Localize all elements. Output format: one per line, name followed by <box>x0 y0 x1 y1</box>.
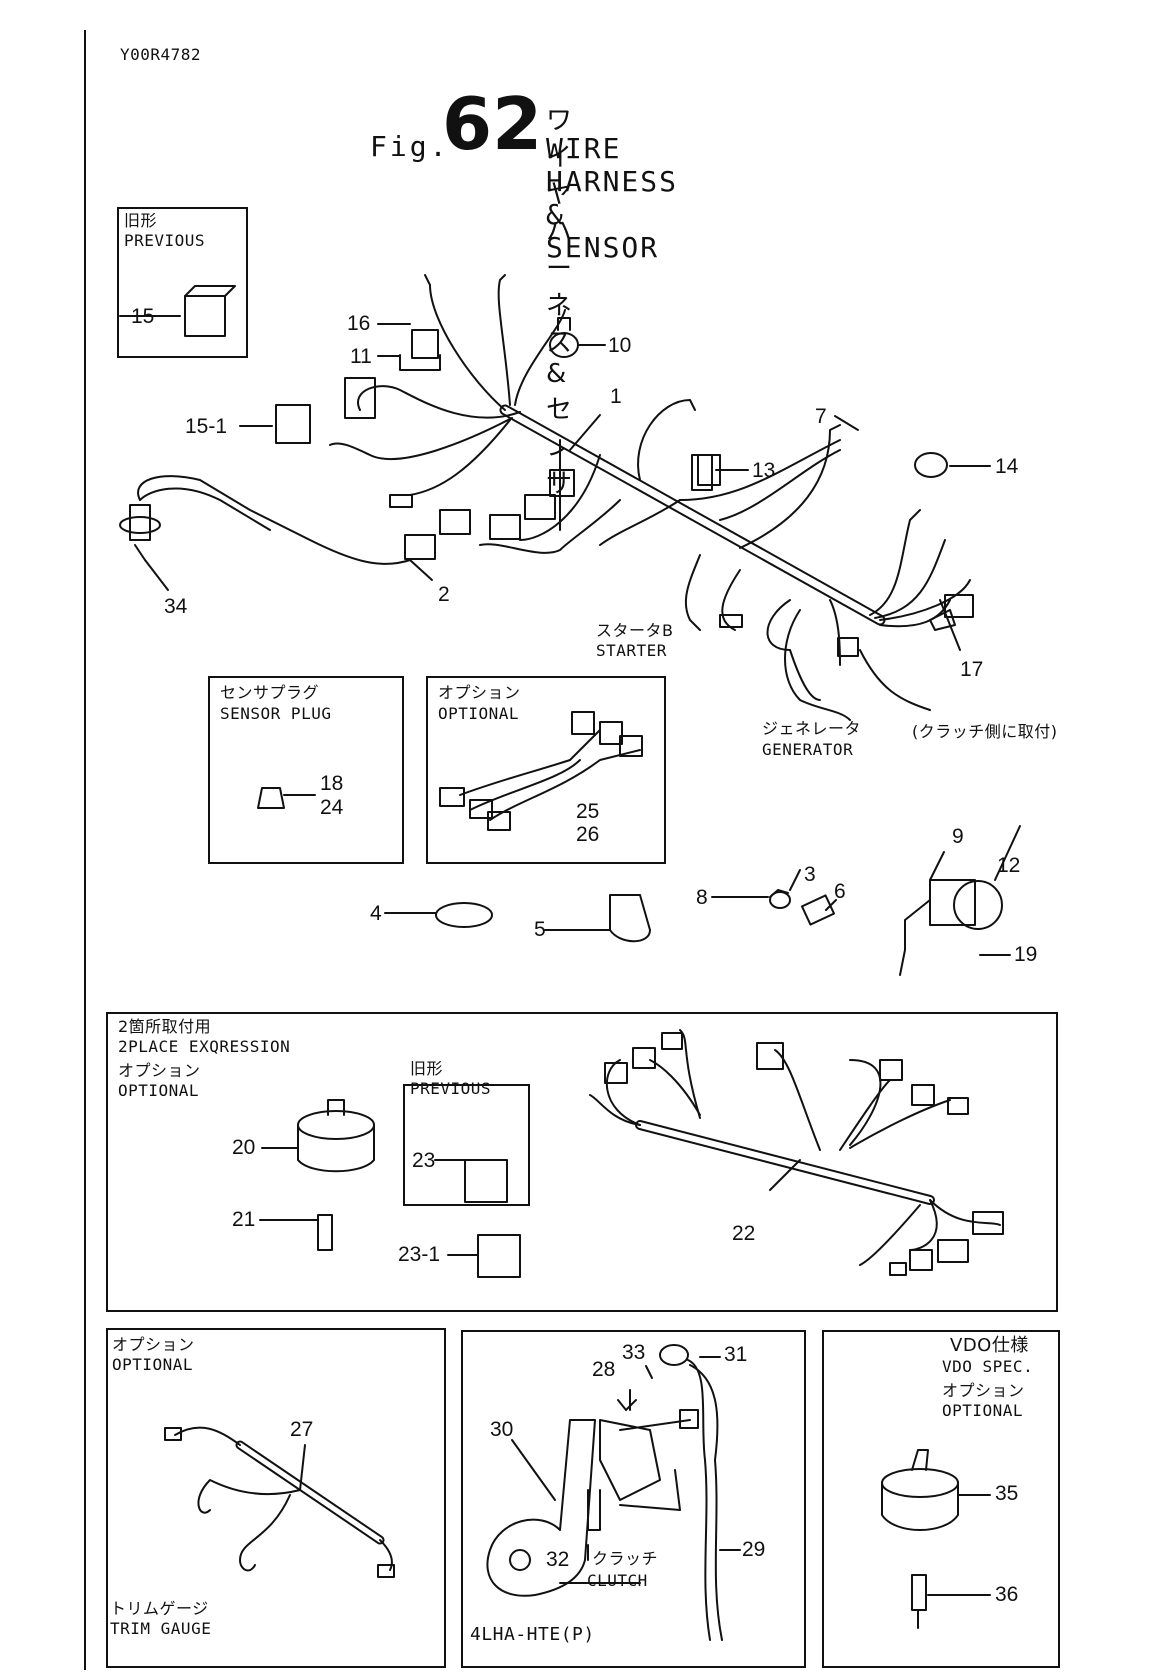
callout-14: 14 <box>995 455 1019 478</box>
trim-gauge-label-en: TRIM GAUGE <box>110 1619 212 1638</box>
callout-3: 3 <box>804 863 816 886</box>
optional-label-en: OPTIONAL <box>438 704 520 723</box>
vdo-label-jp: VDO仕様 <box>950 1335 1029 1356</box>
figure-prefix: Fig. <box>370 130 450 163</box>
callout-4: 4 <box>370 902 382 925</box>
callout-6: 6 <box>834 880 846 903</box>
callout-26: 26 <box>576 823 600 846</box>
previous-label-en: PREVIOUS <box>124 231 206 250</box>
callout-23-1: 23-1 <box>398 1243 441 1266</box>
two-place-optional-jp: オプション <box>118 1061 201 1080</box>
engine-model-label: 4LHA-HTE(P) <box>470 1624 595 1645</box>
callout-7: 7 <box>815 405 827 428</box>
vdo-label-en: VDO SPEC. <box>942 1357 1034 1376</box>
optional-label-jp: オプション <box>438 683 521 702</box>
document-code: Y00R4782 <box>120 45 202 64</box>
figure-number: 62 <box>442 82 543 166</box>
callout-28: 28 <box>592 1358 616 1381</box>
two-place-panel <box>106 1012 1058 1312</box>
callout-15: 15 <box>131 305 155 328</box>
optional-harness-panel <box>426 676 666 864</box>
trim-optional-label-en: OPTIONAL <box>112 1355 194 1374</box>
callout-19: 19 <box>1014 943 1038 966</box>
vdo-optional-jp: オプション <box>942 1381 1025 1400</box>
previous-label-jp: 旧形 <box>124 211 158 230</box>
callout-29: 29 <box>742 1538 766 1561</box>
figure-title-en: WIRE HARNESS & SENSOR <box>546 132 679 264</box>
callout-35: 35 <box>995 1482 1019 1505</box>
callout-27: 27 <box>290 1418 314 1441</box>
callout-34: 34 <box>164 595 188 618</box>
two-place-label-jp: 2箇所取付用 <box>118 1017 212 1036</box>
callout-20: 20 <box>232 1136 256 1159</box>
trim-gauge-panel <box>106 1328 446 1668</box>
callout-16: 16 <box>347 312 371 335</box>
trim-gauge-label-jp: トリムゲージ <box>110 1599 209 1618</box>
previous-relay-panel <box>117 207 248 358</box>
vdo-optional-en: OPTIONAL <box>942 1401 1024 1420</box>
callout-22: 22 <box>732 1222 756 1245</box>
previous-relay-panel-2 <box>403 1084 530 1206</box>
clutch-side-note: (クラッチ側に取付) <box>912 722 1058 741</box>
callout-33: 33 <box>622 1341 646 1364</box>
callout-1: 1 <box>610 385 622 408</box>
callout-9: 9 <box>952 825 964 848</box>
vdo-panel <box>822 1330 1060 1668</box>
clutch-label-jp: クラッチ <box>592 1549 659 1568</box>
callout-13: 13 <box>752 459 776 482</box>
callout-24: 24 <box>320 796 344 819</box>
generator-note-jp: ジェネレータ <box>762 719 862 738</box>
sensor-plug-label-jp: センサプラグ <box>220 683 320 702</box>
callout-8: 8 <box>696 886 708 909</box>
callout-30: 30 <box>490 1418 514 1441</box>
callout-5: 5 <box>534 918 546 941</box>
sensor-plug-panel <box>208 676 404 864</box>
clutch-panel <box>461 1330 806 1668</box>
callout-23: 23 <box>412 1149 436 1172</box>
margin-rule <box>84 30 86 1670</box>
previous-mid-label-en: PREVIOUS <box>410 1079 492 1098</box>
callout-17: 17 <box>960 658 984 681</box>
callout-11: 11 <box>350 345 372 368</box>
generator-note-en: GENERATOR <box>762 740 854 759</box>
trim-optional-label-jp: オプション <box>112 1335 195 1354</box>
callout-21: 21 <box>232 1208 256 1231</box>
two-place-optional-en: OPTIONAL <box>118 1081 200 1100</box>
callout-15-1: 15-1 <box>185 415 228 438</box>
sensor-plug-label-en: SENSOR PLUG <box>220 704 332 723</box>
starter-note-jp: スタータB <box>596 621 674 640</box>
callout-10: 10 <box>608 334 632 357</box>
callout-31: 31 <box>724 1343 748 1366</box>
harness-branch <box>424 274 506 411</box>
callout-36: 36 <box>995 1583 1019 1606</box>
two-place-label-en: 2PLACE EXQRESSION <box>118 1037 291 1056</box>
callout-18: 18 <box>320 772 344 795</box>
clutch-label-en: CLUTCH <box>587 1571 648 1590</box>
starter-note-en: STARTER <box>596 641 667 660</box>
previous-mid-label-jp: 旧形 <box>410 1059 444 1078</box>
callout-25: 25 <box>576 800 600 823</box>
callout-12: 12 <box>997 854 1021 877</box>
callout-32: 32 <box>546 1548 570 1571</box>
callout-2: 2 <box>438 583 450 606</box>
